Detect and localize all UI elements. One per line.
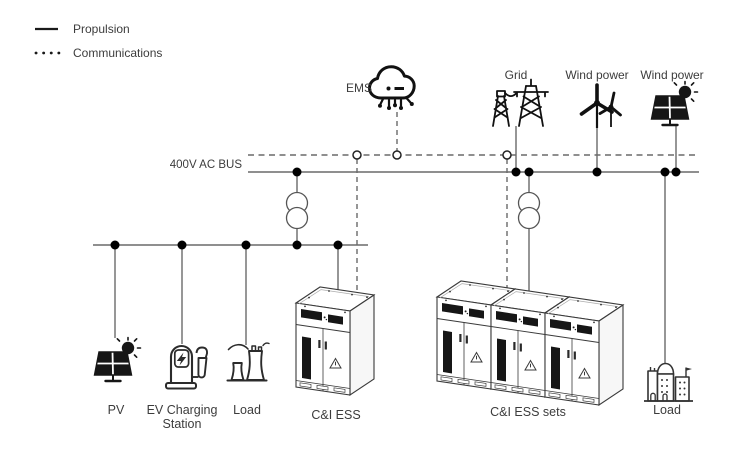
- grid-label: Grid: [505, 68, 528, 82]
- ci-ess-label: C&I ESS: [311, 408, 360, 422]
- pv-label: PV: [108, 403, 125, 417]
- comm-junction-circles: [352, 150, 512, 160]
- legend-propulsion-label: Propulsion: [73, 22, 130, 36]
- wind-power-solar-label: Wind power: [640, 68, 703, 82]
- ev-charging-label-line1: EV Charging: [147, 403, 218, 417]
- pv-icon: [93, 336, 142, 383]
- transformer-icon-left: [285, 191, 309, 230]
- junction-dots: [110, 167, 681, 250]
- ac-bus-label: 400V AC BUS: [170, 159, 243, 171]
- load-factory-label: Load: [233, 403, 261, 417]
- ess-cabinet-icon: [295, 286, 375, 396]
- wind-solar-icon: [650, 80, 699, 127]
- ev-charging-label-line2: Station: [163, 417, 202, 431]
- transformer-icon-right: [517, 191, 541, 230]
- legend: Propulsion Communications: [34, 22, 162, 60]
- ci-ess-sets-label: C&I ESS sets: [490, 405, 566, 419]
- grid-icon: [492, 78, 549, 127]
- ev-charger-icon: [165, 345, 208, 390]
- load-factory-icon: [226, 342, 270, 382]
- wind-power-turbine-label: Wind power: [565, 68, 628, 82]
- wind-turbine-icon: [579, 83, 622, 128]
- legend-communications-label: Communications: [73, 46, 162, 60]
- ems-icon: [368, 65, 416, 110]
- load-building-icon: [644, 362, 693, 402]
- wiring: [93, 112, 699, 366]
- ems-label: EMS: [346, 81, 372, 95]
- ess-sets-icon: [436, 280, 624, 406]
- load-building-label: Load: [653, 403, 681, 417]
